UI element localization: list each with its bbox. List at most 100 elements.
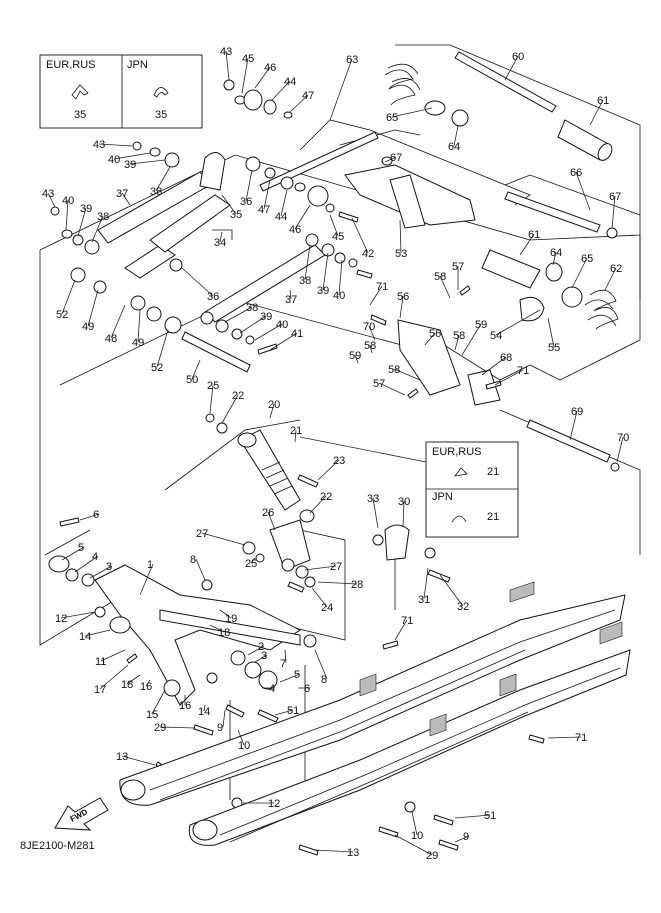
callout-27: 27 — [196, 528, 208, 540]
callout-39: 39 — [124, 159, 136, 171]
bracket-35 — [199, 152, 226, 191]
inset-region-variants: EUR,RUS JPN 35 35 — [39, 54, 203, 129]
arm-1 — [94, 564, 301, 706]
shaft-60 — [454, 51, 557, 113]
callout-leader — [424, 332, 436, 346]
callout-44: 44 — [275, 211, 287, 223]
inset-damper-variants: EUR,RUS JPN 21 21 — [299, 436, 519, 538]
callout-4: 4 — [269, 683, 275, 695]
callout-16: 16 — [140, 681, 152, 693]
callout-4: 4 — [92, 551, 98, 563]
callout-leader — [311, 587, 328, 608]
callout-69: 69 — [571, 406, 583, 418]
callout-45: 45 — [242, 53, 254, 65]
callout-42: 42 — [362, 248, 374, 260]
rear-arm-assembly — [94, 519, 410, 706]
callout-15: 15 — [146, 709, 158, 721]
callout-leader — [209, 384, 214, 414]
callout-leader — [98, 143, 133, 147]
callout-58: 58 — [364, 340, 376, 352]
callout-29: 29 — [426, 850, 438, 862]
callout-28: 28 — [351, 579, 363, 591]
callout-56: 56 — [397, 291, 409, 303]
callout-leader — [280, 189, 288, 217]
callout-leader — [571, 257, 588, 289]
callout-39: 39 — [260, 311, 272, 323]
callout-17: 17 — [94, 684, 106, 696]
shaft-69 — [526, 419, 611, 463]
callout-10: 10 — [411, 830, 423, 842]
callout-leader — [504, 55, 519, 81]
front-arms — [97, 152, 326, 323]
callout-14: 14 — [198, 706, 210, 718]
callout-14: 14 — [79, 631, 91, 643]
clip-jpn-icon — [153, 87, 169, 98]
callout-19: 19 — [225, 613, 237, 625]
callout-leader — [110, 304, 126, 339]
bushings — [48, 79, 620, 813]
callout-leader — [314, 849, 354, 853]
callout-52: 52 — [151, 362, 163, 374]
callout-leader — [369, 344, 373, 354]
callout-46: 46 — [264, 62, 276, 74]
callout-leader — [284, 649, 287, 664]
callout-13: 13 — [347, 847, 359, 859]
callout-leader — [269, 403, 275, 419]
callout-36: 36 — [207, 291, 219, 303]
shafts — [181, 51, 613, 463]
callout-leader — [274, 709, 294, 716]
callout-43: 43 — [220, 46, 232, 58]
callout-leader — [219, 609, 232, 619]
callout-71: 71 — [376, 281, 388, 293]
callout-leader — [137, 309, 141, 343]
callout-leader — [317, 459, 340, 481]
rear-bracket — [344, 164, 545, 406]
callout-leader — [338, 259, 343, 296]
callout-leader — [271, 80, 291, 101]
inset-right-part: 35 — [155, 109, 167, 121]
callout-leader — [304, 244, 311, 281]
callout-16: 16 — [179, 700, 191, 712]
callout-21: 21 — [290, 425, 302, 437]
callout-59: 59 — [475, 319, 487, 331]
callout-leader — [159, 726, 196, 729]
callout-11: 11 — [95, 656, 106, 668]
callout-leader — [129, 159, 166, 165]
clip-jpn-icon-2 — [451, 515, 467, 523]
callout-27: 27 — [330, 561, 342, 573]
callout-leader — [269, 332, 298, 351]
callout-leader — [224, 306, 253, 323]
callout-55: 55 — [548, 342, 560, 354]
callout-8: 8 — [190, 554, 196, 566]
callout-6: 6 — [93, 509, 99, 521]
callout-67: 67 — [390, 152, 402, 164]
inset-top-region: EUR,RUS — [432, 446, 482, 458]
callout-leader — [304, 565, 337, 571]
callout-12: 12 — [268, 798, 280, 810]
callout-25: 25 — [207, 380, 219, 392]
callout-61: 61 — [597, 95, 609, 107]
callout-64: 64 — [448, 141, 460, 153]
callout-leader — [369, 285, 383, 306]
callout-leader — [121, 192, 131, 206]
callout-leader — [155, 166, 171, 192]
frame-outlines — [39, 44, 641, 801]
callout-71: 71 — [575, 732, 587, 744]
callout-leader — [423, 567, 429, 600]
callout-20: 20 — [268, 399, 280, 411]
inset-left-region: EUR,RUS — [46, 59, 96, 71]
callout-leader — [294, 429, 297, 443]
callout-leader — [439, 275, 451, 299]
springs — [384, 63, 619, 330]
callout-67: 67 — [609, 191, 621, 203]
callout-leader — [222, 709, 226, 728]
callout-leader — [372, 497, 379, 529]
callout-25: 25 — [245, 558, 257, 570]
callout-60: 60 — [512, 51, 524, 63]
callout-leader — [289, 289, 292, 300]
callout-leader — [254, 66, 271, 89]
callout-leader — [279, 673, 301, 683]
callout-leader — [91, 215, 104, 243]
plate-54 — [519, 296, 545, 322]
callout-leader — [89, 565, 113, 579]
